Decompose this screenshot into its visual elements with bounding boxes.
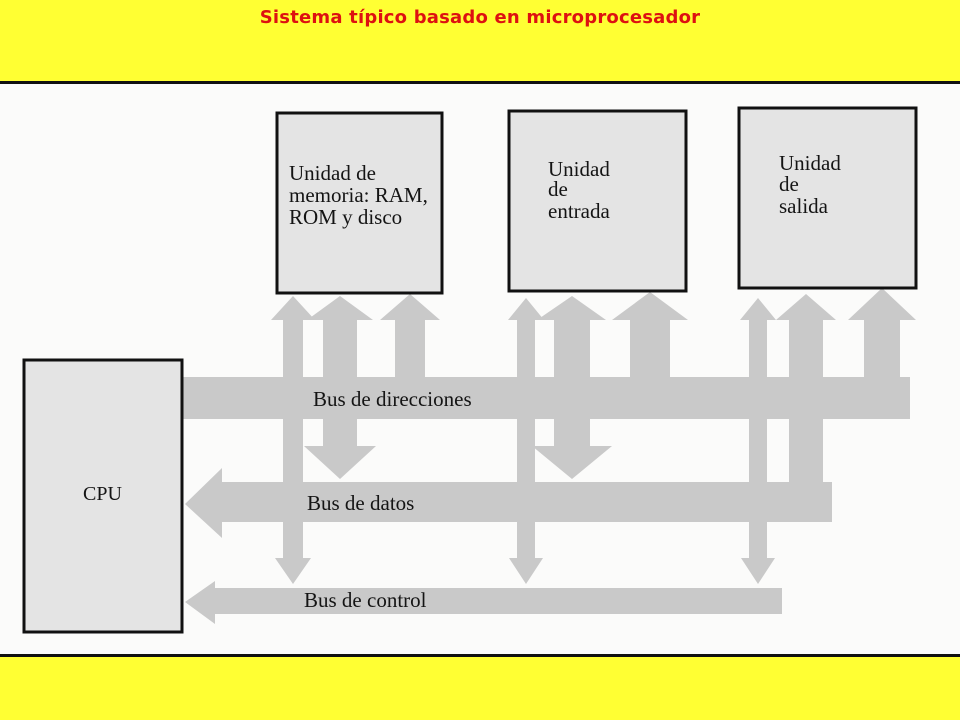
memory-data-down-arrow [304,296,376,479]
memory-data-up-arrow [380,294,440,377]
control-bus-label: Bus de control [304,588,427,612]
data-bus-label: Bus de datos [307,491,414,515]
memory-unit-line-2: memoria: RAM, [289,183,428,207]
slide-title: Sistema típico basado en microprocesador [259,7,701,28]
input-unit-box [507,109,688,293]
address-bus-label: Bus de direcciones [313,387,472,411]
output-control-arrow [741,419,775,584]
memory-unit-line-1: Unidad de [289,161,376,185]
data-bus [185,468,832,538]
memory-control-arrow [275,419,311,584]
output-unit-line-2: de [779,172,799,196]
footer-bar [0,654,960,720]
input-control-arrow [509,419,543,584]
output-unit-box [737,106,918,290]
input-data-up-arrow [612,292,688,377]
output-unit-line-3: salida [779,194,829,218]
memory-address-arrow [271,296,315,377]
output-address-up-arrow [848,288,916,377]
output-address-arrow [740,298,776,377]
memory-unit-line-3: ROM y disco [289,205,402,229]
input-unit-line-1: Unidad [548,157,610,181]
header-bar: Sistema típico basado en microprocesador [0,0,960,84]
input-unit-line-2: de [548,177,568,201]
input-address-arrow [508,298,544,377]
cpu-box [22,358,184,634]
output-unit-line-1: Unidad [779,151,841,175]
output-data-up-arrow [776,294,836,482]
input-data-down-arrow [532,296,612,479]
cpu-label: CPU [83,483,122,505]
microprocessor-diagram: Unidad de memoria: RAM, ROM y disco Unid… [22,106,918,634]
input-unit-line-3: entrada [548,199,610,223]
diagram-area: Unidad de memoria: RAM, ROM y disco Unid… [0,84,960,654]
memory-unit-box [275,111,444,295]
address-bus [182,377,910,419]
control-bus [185,581,782,624]
